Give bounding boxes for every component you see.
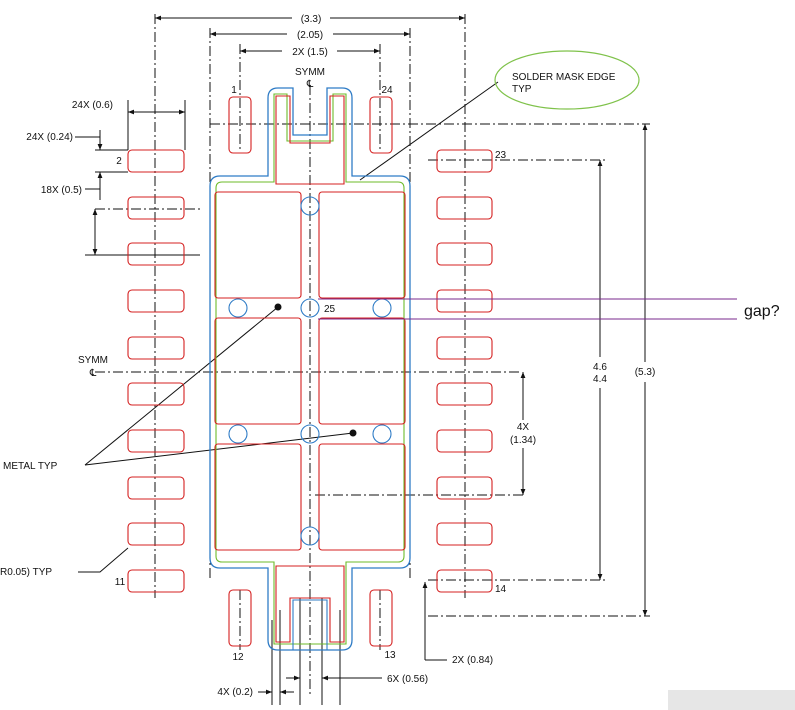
pad-6	[127, 336, 185, 360]
pad-11	[127, 569, 185, 593]
dim-total-width: (3.3)	[301, 14, 322, 25]
via	[300, 526, 320, 546]
via	[228, 424, 248, 444]
pin-number-24: 24	[381, 85, 393, 96]
metal-outline	[215, 93, 405, 645]
symm-label-left: SYMM	[78, 355, 108, 366]
bottom-slot-pad	[275, 565, 345, 643]
pad-15	[436, 522, 493, 546]
dim-height-outer: (5.3)	[635, 367, 656, 378]
centerline-symbol-top: ℄	[306, 79, 314, 90]
pad-18	[436, 382, 493, 406]
pad-16	[436, 476, 493, 500]
centerline-symbol-left: ℄	[89, 368, 97, 379]
solder-mask-callout	[494, 50, 640, 110]
dim-pitch: 18X (0.5)	[41, 185, 82, 196]
pad-3	[127, 196, 185, 220]
dim-inner-width: (2.05)	[297, 30, 323, 41]
pad-14	[436, 569, 493, 593]
pad-21	[436, 242, 493, 266]
pad-10	[127, 522, 185, 546]
dim-top-pitch: 2X (1.5)	[292, 47, 328, 58]
leader-lines	[75, 81, 499, 573]
pad-23	[436, 149, 493, 173]
pad-24	[369, 96, 393, 154]
via	[228, 298, 248, 318]
end-pads	[228, 96, 393, 647]
pad-13	[369, 589, 393, 647]
solder-mask-label: SOLDER MASK EDGE	[512, 72, 616, 83]
pad-8	[127, 429, 185, 453]
pad-20	[436, 289, 493, 313]
thermal-pad-a	[214, 191, 302, 299]
pad-22	[436, 196, 493, 220]
top-slot-pad	[275, 95, 345, 185]
gap-question-label: gap?	[744, 303, 780, 320]
right-pad-column	[436, 149, 493, 593]
pin-number-2: 2	[116, 156, 122, 167]
via	[372, 424, 392, 444]
thermal-pad-e	[214, 443, 302, 551]
pad-7	[127, 382, 185, 406]
pad-5	[127, 289, 185, 313]
thermal-pad-d	[318, 317, 406, 425]
dim-slot-width: 4X (0.2)	[217, 687, 253, 698]
via	[300, 196, 320, 216]
pin-number-11: 11	[115, 577, 126, 588]
pad-1	[228, 96, 252, 154]
corner-strip	[668, 690, 795, 710]
pin-number-13: 13	[384, 650, 396, 661]
extension-lines	[85, 100, 426, 705]
solder-mask-outline	[209, 87, 411, 651]
pin-number-14: 14	[495, 584, 507, 595]
metal-callout-dot	[274, 303, 282, 311]
pad-4	[127, 242, 185, 266]
pad-9	[127, 476, 185, 500]
dim-pad-width: 24X (0.24)	[26, 132, 73, 143]
pin-number-1: 1	[231, 85, 237, 96]
thermal-vias	[228, 196, 392, 546]
metal-callout-dot	[349, 429, 357, 437]
metal-label: METAL TYP	[3, 461, 58, 472]
dim-slot-pitch: 6X (0.56)	[387, 674, 428, 685]
left-pad-column	[127, 149, 185, 593]
via	[300, 424, 320, 444]
pin-number-12: 12	[232, 652, 244, 663]
solder-mask-label-typ: TYP	[512, 84, 532, 95]
thermal-pad-b	[318, 191, 406, 299]
via	[300, 298, 320, 318]
radius-label: R0.05) TYP	[0, 567, 52, 578]
bottom-slot-mask	[292, 599, 328, 650]
symm-label-top: SYMM	[295, 67, 325, 78]
dim-thermal-pitch: (1.34)	[510, 435, 536, 446]
dim-height-inner-bottom: 4.4	[593, 374, 607, 385]
dimension-arrows	[92, 15, 648, 695]
pad-2	[127, 149, 185, 173]
pin-number-25: 25	[324, 304, 336, 315]
thermal-sub-pads	[214, 191, 406, 551]
via	[372, 298, 392, 318]
dim-thermal-count: 4X	[517, 422, 530, 433]
pad-17	[436, 429, 493, 453]
dim-height-inner-top: 4.6	[593, 362, 607, 373]
thermal-pad-f	[318, 443, 406, 551]
thermal-pad-c	[214, 317, 302, 425]
pad-12	[228, 589, 252, 647]
pin-number-23: 23	[495, 150, 507, 161]
dim-pad-length: 24X (0.6)	[72, 100, 113, 111]
pad-19	[436, 336, 493, 360]
dim-bottom-pad-height: 2X (0.84)	[452, 655, 493, 666]
center-lines	[95, 14, 650, 695]
